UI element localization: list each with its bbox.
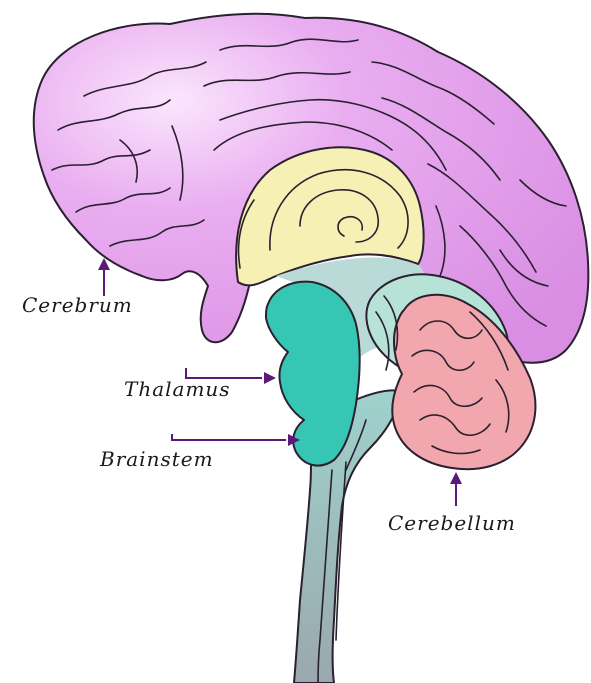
thalamus-shape [266, 282, 360, 466]
label-cerebellum: Cerebellum [388, 511, 516, 535]
arrow-icon [264, 372, 276, 384]
cerebrum-pointer [98, 258, 110, 296]
brainstem-pointer [172, 434, 300, 446]
arrow-icon [450, 472, 462, 484]
label-cerebrum: Cerebrum [22, 293, 133, 317]
cerebellum-pointer [450, 472, 462, 506]
label-brainstem: Brainstem [99, 447, 214, 471]
label-thalamus: Thalamus [124, 377, 231, 401]
